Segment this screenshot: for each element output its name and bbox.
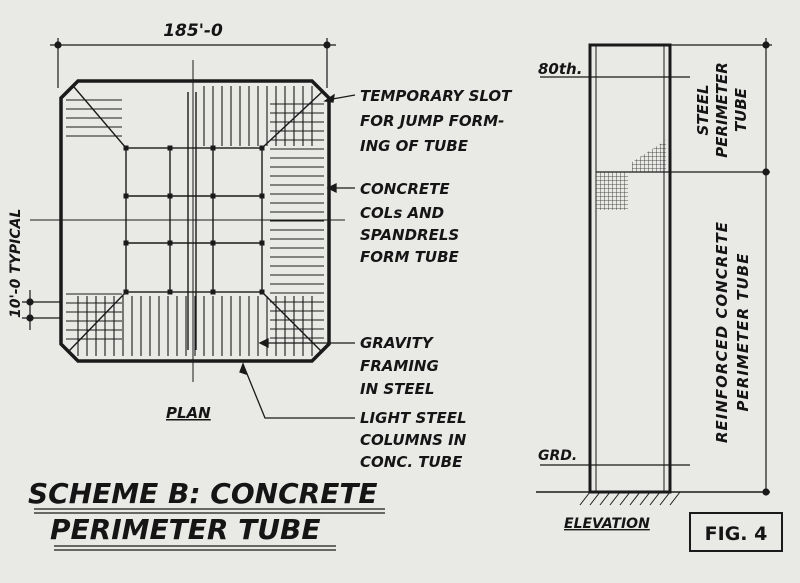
column-dot <box>210 193 216 199</box>
bay-dimension <box>22 290 62 330</box>
column-dot <box>259 193 265 199</box>
light-steel-columns-note: LIGHT STEEL COLUMNS IN CONC. TUBE <box>360 409 467 471</box>
column-dot <box>210 240 216 246</box>
gravity-framing-hatch <box>66 86 324 356</box>
column-dot <box>167 193 173 199</box>
svg-text:TEMPORARY SLOT: TEMPORARY SLOT <box>360 87 513 105</box>
core-columns <box>123 145 265 295</box>
concrete-tube-grid-patch <box>596 172 628 210</box>
plan-outline <box>59 79 331 363</box>
level-80-label: 80th. <box>538 60 582 78</box>
column-dot <box>259 240 265 246</box>
svg-text:FOR JUMP FORM-: FOR JUMP FORM- <box>360 112 504 130</box>
svg-text:FORM TUBE: FORM TUBE <box>360 248 460 266</box>
steel-tube-label: STEEL PERIMETER TUBE <box>694 62 750 158</box>
column-dot <box>123 240 129 246</box>
column-dot <box>123 289 129 295</box>
elevation-view <box>536 38 772 506</box>
svg-text:COLs AND: COLs AND <box>360 204 444 222</box>
svg-text:GRAVITY: GRAVITY <box>360 334 435 352</box>
ground-level-label: GRD. <box>538 448 577 464</box>
core-grid <box>125 92 263 350</box>
svg-text:CONCRETE: CONCRETE <box>360 180 450 198</box>
svg-text:TUBE: TUBE <box>732 87 750 132</box>
svg-text:CONC. TUBE: CONC. TUBE <box>360 453 463 471</box>
figure-label: FIG. 4 <box>705 523 768 545</box>
elevation-caption: ELEVATION <box>564 516 650 532</box>
column-dot <box>259 289 265 295</box>
column-dot <box>123 145 129 151</box>
svg-text:STEEL: STEEL <box>694 84 712 135</box>
level-dimension-line <box>670 38 772 496</box>
gravity-framing-note: GRAVITY FRAMING IN STEEL <box>360 334 439 398</box>
steel-tube-grid-patch <box>632 140 666 172</box>
figure-tag: FIG. 4 <box>689 512 783 552</box>
svg-text:PERIMETER TUBE: PERIMETER TUBE <box>50 513 320 546</box>
svg-text:SCHEME B: CONCRETE: SCHEME B: CONCRETE <box>28 477 378 510</box>
column-dot <box>210 145 216 151</box>
svg-text:ING OF TUBE: ING OF TUBE <box>360 137 469 155</box>
column-dot <box>210 289 216 295</box>
svg-text:COLUMNS IN: COLUMNS IN <box>360 431 467 449</box>
drawing-title: SCHEME B: CONCRETE PERIMETER TUBE <box>28 477 385 551</box>
plan-caption: PLAN <box>166 404 211 422</box>
centerlines <box>30 60 345 382</box>
column-dot <box>167 240 173 246</box>
column-dot <box>167 145 173 151</box>
note-leaders <box>239 93 356 419</box>
overall-dimension-line <box>50 38 336 88</box>
tower-elevation <box>588 43 672 494</box>
concrete-tube-label: REINFORCED CONCRETE PERIMETER TUBE <box>713 221 752 443</box>
overall-dimension-label: 185'-0 <box>163 21 223 41</box>
column-dot <box>259 145 265 151</box>
concrete-columns-note: CONCRETE COLs AND SPANDRELS FORM TUBE <box>360 180 460 266</box>
plan-view <box>22 38 356 419</box>
svg-text:LIGHT STEEL: LIGHT STEEL <box>360 409 467 427</box>
column-dot <box>123 193 129 199</box>
svg-text:IN STEEL: IN STEEL <box>360 380 434 398</box>
svg-text:FRAMING: FRAMING <box>360 357 439 375</box>
foundation-hatch <box>579 491 681 506</box>
svg-text:PERIMETER: PERIMETER <box>713 62 731 158</box>
bay-dimension-label: 10'-0 TYPICAL <box>8 209 24 318</box>
temporary-slot-note: TEMPORARY SLOT FOR JUMP FORM- ING OF TUB… <box>360 87 513 155</box>
svg-text:SPANDRELS: SPANDRELS <box>360 226 459 244</box>
column-dot <box>167 289 173 295</box>
svg-text:REINFORCED CONCRETE: REINFORCED CONCRETE <box>713 221 731 443</box>
svg-text:PERIMETER TUBE: PERIMETER TUBE <box>734 253 752 412</box>
